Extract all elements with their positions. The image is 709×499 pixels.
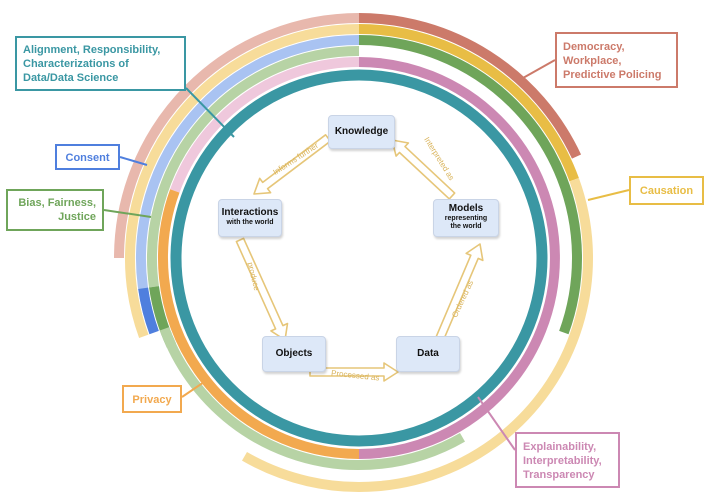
node-data: Data	[396, 336, 460, 372]
label-privacy: Privacy	[122, 385, 182, 413]
leader-democracy	[522, 59, 556, 79]
label-causation: Causation	[629, 176, 704, 205]
leader-privacy	[181, 377, 211, 398]
ring-consent	[138, 287, 159, 335]
node-objects-label: Objects	[275, 348, 313, 359]
arrow-interactions-to-objects	[235, 237, 289, 341]
edge-label-produce: produce	[246, 261, 262, 292]
leader-explainability	[477, 396, 516, 451]
node-models-subtitle: representing the world	[444, 215, 488, 230]
node-knowledge-label: Knowledge	[334, 126, 389, 137]
ring-privacy	[158, 189, 360, 459]
arrow-data-to-models	[435, 243, 484, 341]
ring-causation-dark	[358, 24, 579, 182]
arrow-models-to-knowledge	[391, 139, 456, 200]
ring-green-light-bottom	[159, 327, 465, 470]
ring-green-light-top	[147, 46, 360, 288]
ring-blue-light	[136, 35, 360, 316]
node-interactions: Interactions with the world	[218, 199, 282, 237]
node-models: Models representing the world	[433, 199, 499, 237]
cycle-arrows	[235, 134, 484, 382]
leader-alignment	[185, 87, 235, 138]
ring-green-right	[358, 35, 582, 259]
node-knowledge: Knowledge	[328, 115, 395, 149]
leader-causation	[587, 189, 630, 201]
leader-lines	[103, 59, 630, 451]
label-explainability: Explainability, Interpretability, Transp…	[515, 432, 620, 488]
ring-outer-left	[114, 13, 360, 259]
label-alignment: Alignment, Responsibility, Characterizat…	[15, 36, 186, 91]
ring-democracy	[358, 13, 582, 159]
ring-yellow-light-left	[125, 24, 360, 339]
node-objects: Objects	[262, 336, 326, 372]
node-models-title: Models	[448, 203, 484, 214]
node-interactions-title: Interactions	[221, 207, 279, 218]
label-consent: Consent	[55, 144, 120, 170]
ring-pink-light	[170, 57, 360, 193]
ring-causation-light	[242, 177, 593, 492]
leader-consent	[119, 156, 148, 166]
topic-rings	[114, 13, 593, 492]
arrow-knowledge-to-interactions	[253, 134, 332, 195]
edge-label-informs: Informs further	[271, 141, 320, 177]
label-bias: Bias, Fairness, Justice	[6, 189, 104, 231]
node-interactions-subtitle: with the world	[226, 219, 274, 226]
node-data-label: Data	[417, 348, 439, 359]
ring-alignment	[170, 69, 548, 447]
ring-explainability	[358, 57, 560, 459]
ring-green-right-low	[559, 257, 582, 335]
leader-bias	[103, 209, 152, 218]
label-democracy: Democracy, Workplace, Predictive Policin…	[555, 32, 678, 88]
